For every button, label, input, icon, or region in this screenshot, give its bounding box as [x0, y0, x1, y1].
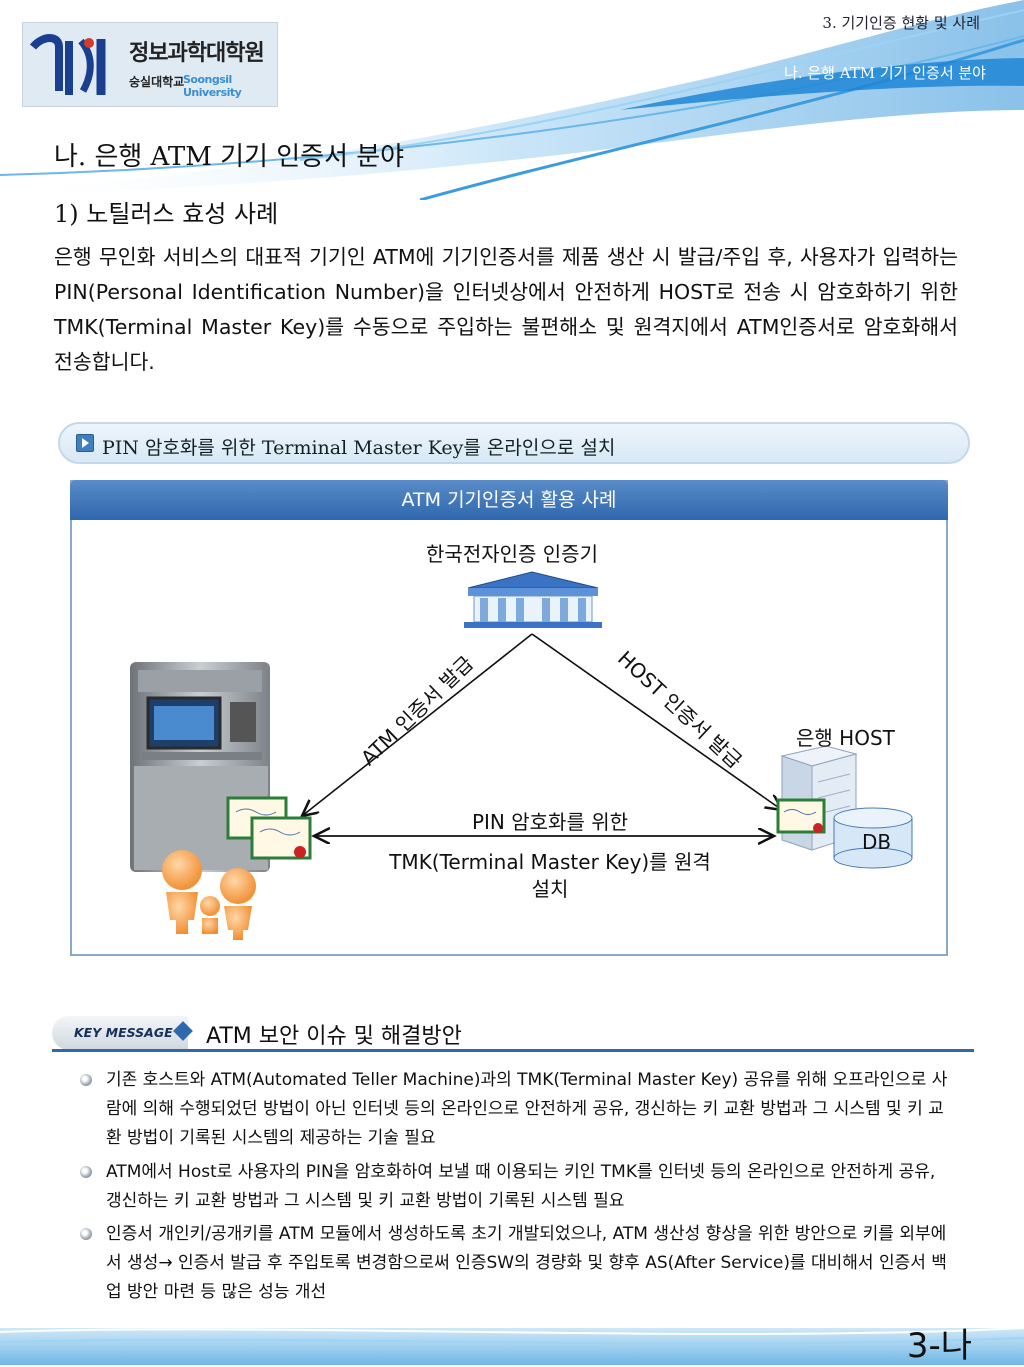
- play-icon: [76, 434, 94, 452]
- key-message-tag: KEY MESSAGE: [52, 1016, 188, 1050]
- pin-encryption-label-line3: 설치: [531, 877, 569, 901]
- bullet-text: 인증서 개인키/공개키를 ATM 모듈에서 생성하도록 초기 개발되었으나, A…: [106, 1224, 947, 1302]
- ssu-logo-mark: [29, 34, 106, 95]
- bullet-icon: [80, 1228, 92, 1240]
- pin-encryption-label-line2: TMK(Terminal Master Key)를 원격: [389, 850, 711, 874]
- bank-host-label: 은행 HOST: [796, 726, 895, 750]
- intro-paragraph: 은행 무인화 서비스의 대표적 기기인 ATM에 기기인증서를 제품 생산 시 …: [54, 240, 958, 380]
- page-subtitle: 1) 노틸러스 효성 사례: [54, 200, 279, 228]
- atm-machine-icon: [130, 662, 270, 872]
- bullet-text: ATM에서 Host로 사용자의 PIN을 암호화하여 보낼 때 이용되는 키인…: [106, 1162, 936, 1211]
- diagram-header: ATM 기기인증서 활용 사례: [70, 480, 948, 520]
- university-logo: 정보과학대학원 숭실대학교 Soongsil University: [22, 22, 278, 107]
- footer-wave-decoration: [0, 1327, 1024, 1365]
- customer-family-icon: [162, 850, 256, 940]
- bullet-icon: [80, 1166, 92, 1178]
- key-message-tag-label: KEY MESSAGE: [74, 1025, 173, 1040]
- section-bar: PIN 암호화를 위한 Terminal Master Key를 온라인으로 설…: [58, 422, 970, 464]
- key-message-bullet: 인증서 개인키/공개키를 ATM 모듈에서 생성하도록 초기 개발되었으나, A…: [80, 1220, 954, 1307]
- database-icon: [833, 807, 913, 869]
- bullet-icon: [80, 1074, 92, 1086]
- key-message-title: ATM 보안 이슈 및 해결방안: [206, 1024, 462, 1049]
- page-title: 나. 은행 ATM 기기 인증서 분야: [54, 142, 405, 172]
- header-section-title: 3. 기기인증 현황 및 사례: [822, 14, 980, 32]
- pin-encryption-label-line1: PIN 암호화를 위한: [471, 810, 629, 834]
- page-number: 3-나: [906, 1326, 972, 1366]
- key-message-underline: [52, 1049, 974, 1052]
- server-certificate-icon: [776, 798, 826, 834]
- section-bar-label: PIN 암호화를 위한 Terminal Master Key를 온라인으로 설…: [102, 437, 616, 459]
- certificate-authority-label: 한국전자인증 인증기: [426, 542, 598, 566]
- key-message-bullet: ATM에서 Host로 사용자의 PIN을 암호화하여 보낼 때 이용되는 키인…: [80, 1158, 954, 1216]
- bullet-text: 기존 호스트와 ATM(Automated Teller Machine)과의 …: [106, 1070, 948, 1148]
- diagram-illustration: [130, 571, 913, 940]
- header-subsection-title: 나. 은행 ATM 기기 인증서 분야: [784, 64, 986, 82]
- logo-school-korean: 숭실대학교: [129, 75, 185, 89]
- key-message-bullet: 기존 호스트와 ATM(Automated Teller Machine)과의 …: [80, 1066, 954, 1153]
- certificate-authority-building-icon: [464, 571, 602, 628]
- database-label: DB: [862, 830, 892, 854]
- intro-text: 은행 무인화 서비스의 대표적 기기인 ATM에 기기인증서를 제품 생산 시 …: [54, 245, 958, 374]
- logo-title: 정보과학대학원: [129, 41, 265, 66]
- header-wave-decoration: [0, 0, 1024, 200]
- atm-certificate-icon: [226, 796, 312, 860]
- logo-school-english: Soongsil University: [183, 73, 242, 99]
